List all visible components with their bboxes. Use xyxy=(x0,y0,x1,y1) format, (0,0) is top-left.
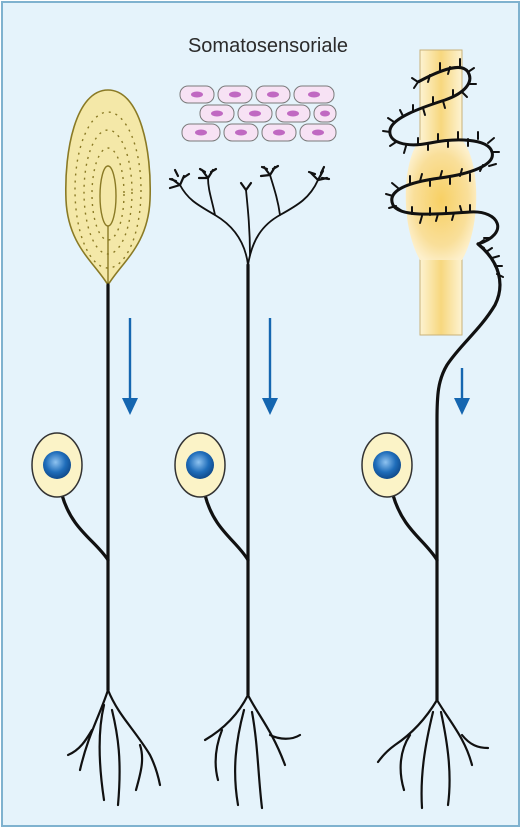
nucleus-3 xyxy=(373,451,401,479)
nucleus-1 xyxy=(43,451,71,479)
figure-title: Somatosensoriale xyxy=(188,35,348,57)
nucleus-2 xyxy=(186,451,214,479)
